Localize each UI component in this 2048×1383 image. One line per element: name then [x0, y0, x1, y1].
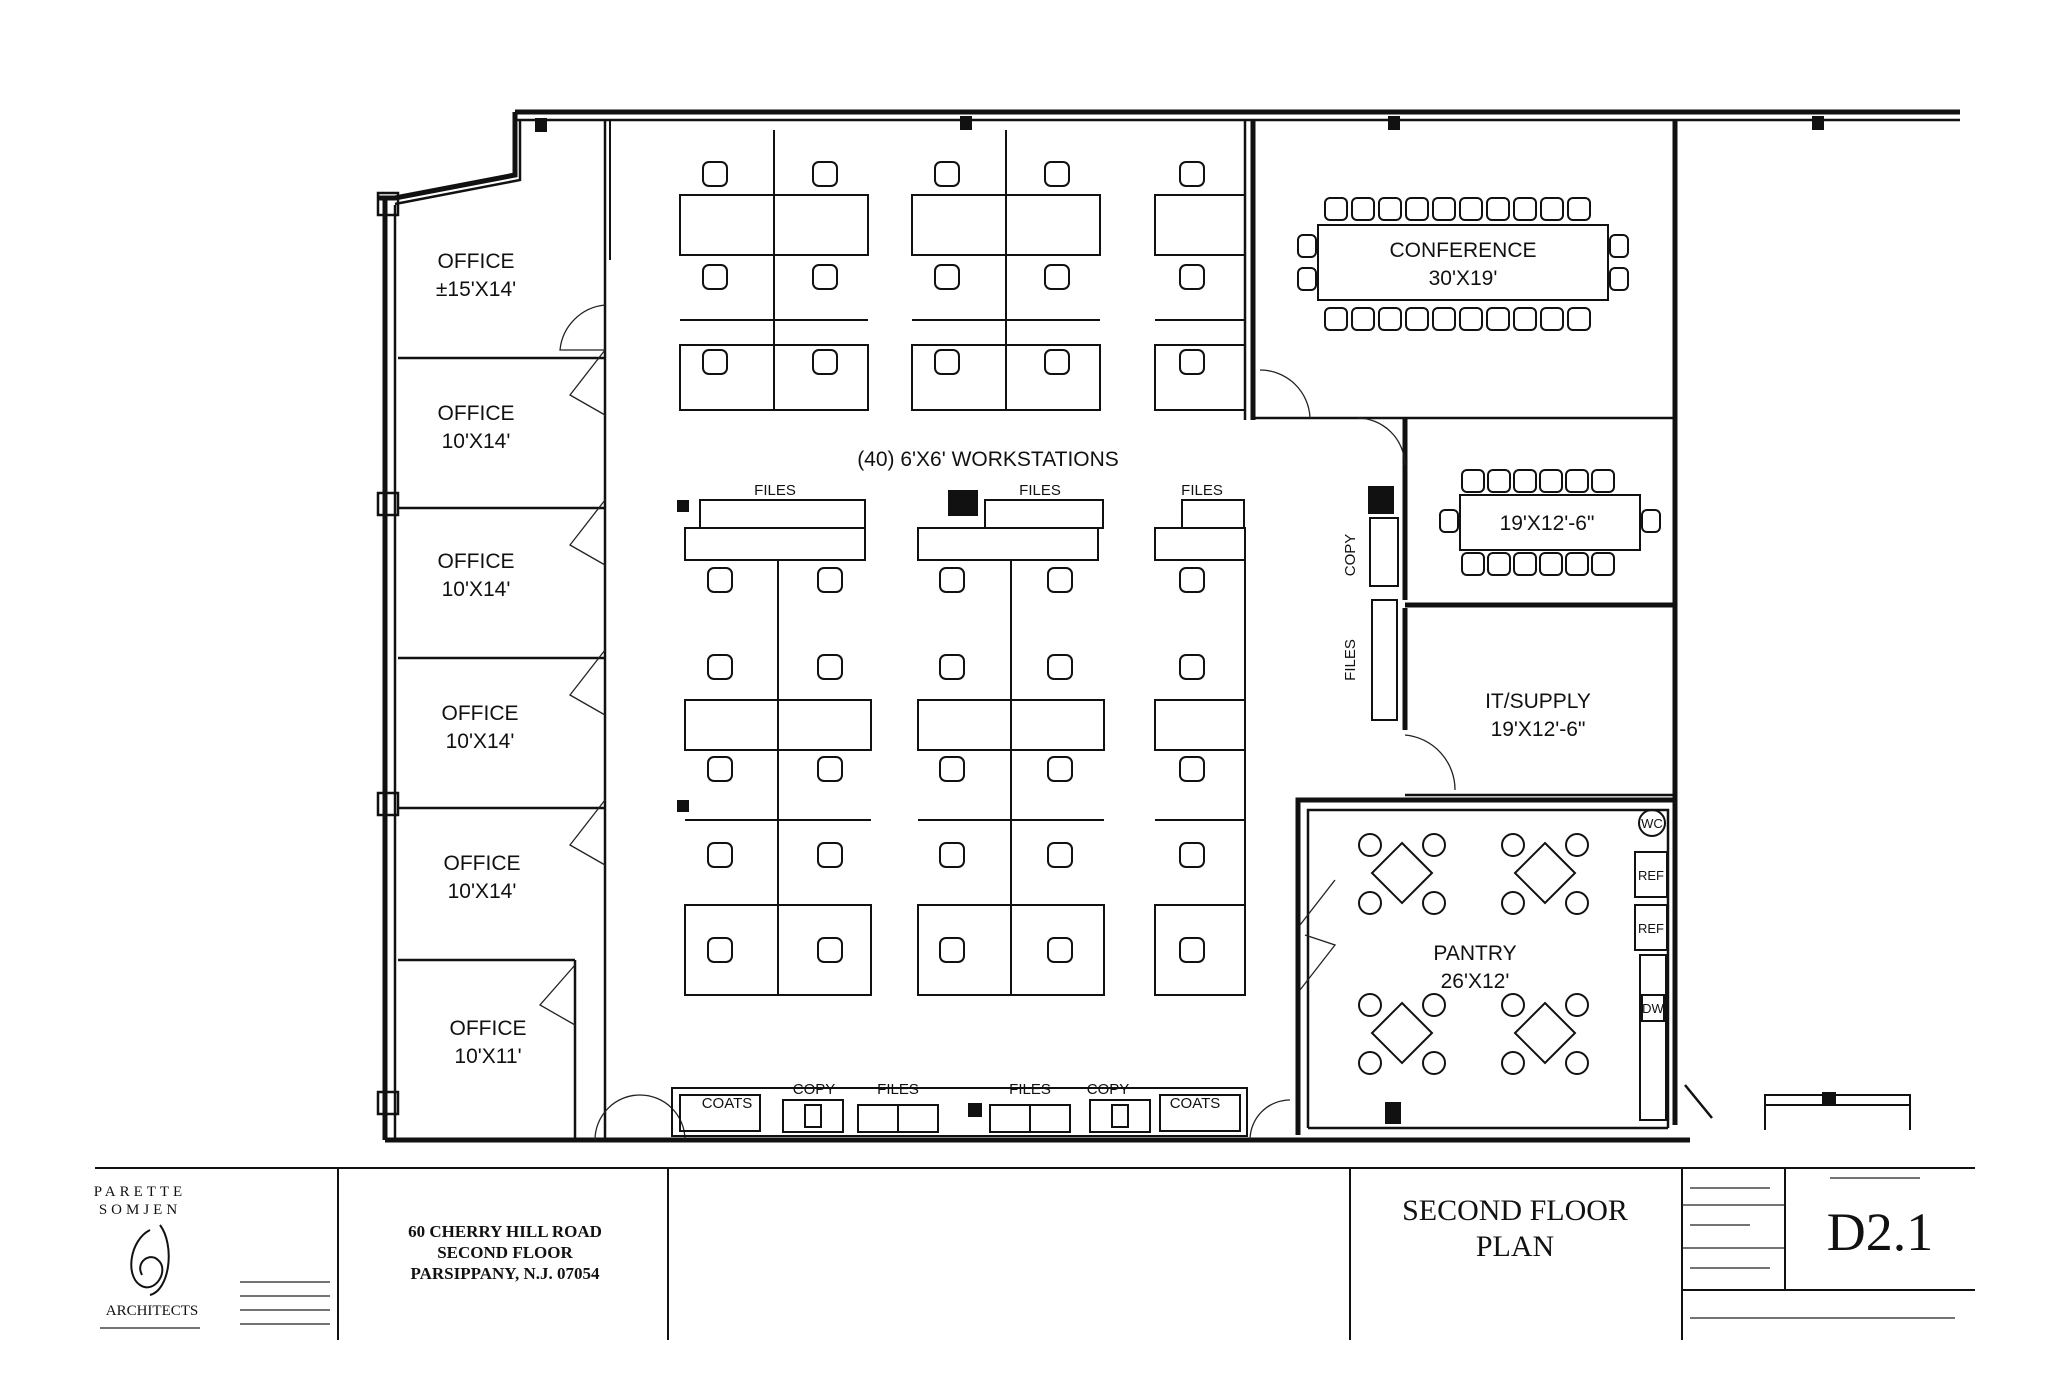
office-6-size: 10'X11': [454, 1045, 521, 1068]
sheet-number: D2.1: [1827, 1202, 1934, 1262]
office-6-name: OFFICE: [450, 1017, 527, 1040]
firm-architects: ARCHITECTS: [106, 1303, 199, 1319]
pantry-name: PANTRY: [1433, 942, 1516, 965]
workstations-top-group: [679, 120, 1256, 420]
conference-size: 30'X19': [1429, 267, 1498, 290]
workstation-chairs: [702, 161, 1205, 963]
files-label-5: FILES: [1009, 1081, 1051, 1098]
ref-label-2: REF: [1638, 921, 1664, 936]
workstations-label: (40) 6'X6' WORKSTATIONS: [857, 448, 1119, 471]
office-1-name: OFFICE: [438, 250, 515, 273]
office-5-size: 10'X14': [448, 880, 517, 903]
office-1-size: ±15'X14': [436, 278, 516, 301]
ref-label-1: REF: [1638, 868, 1664, 883]
pantry-room: [1295, 797, 1675, 1135]
wc-label: WC: [1641, 816, 1663, 831]
office-4-name: OFFICE: [442, 702, 519, 725]
firm-monogram-logo: [130, 1224, 170, 1296]
bottom-storage-row: [671, 1087, 1291, 1141]
office-3-size: 10'X14': [442, 578, 511, 601]
address-line3: PARSIPPANY, N.J. 07054: [410, 1264, 600, 1283]
conference-room: [1250, 120, 1675, 420]
office-5-name: OFFICE: [444, 852, 521, 875]
it-supply-room: [1402, 608, 1675, 797]
office-column: [398, 120, 686, 1141]
copy-label-3: COPY: [1342, 534, 1359, 577]
address-line2: SECOND FLOOR: [437, 1243, 573, 1262]
files-label-3: FILES: [1181, 482, 1223, 499]
files-label-4: FILES: [877, 1081, 919, 1098]
files-label-6: FILES: [1342, 639, 1359, 681]
firm-name-line1: PARETTE: [94, 1184, 186, 1200]
office-2-size: 10'X14': [442, 430, 511, 453]
title-block: [95, 1167, 1975, 1340]
conference-name: CONFERENCE: [1389, 239, 1536, 262]
pantry-size: 26'X12': [1441, 970, 1510, 993]
pantry-table-1: [1358, 833, 1446, 915]
it-supply-size: 19'X12'-6": [1491, 718, 1586, 741]
drawing-title-line2: PLAN: [1476, 1230, 1554, 1263]
firm-name-line2: SOMJEN: [99, 1202, 181, 1218]
it-supply-name: IT/SUPPLY: [1485, 690, 1591, 713]
copy-label-1: COPY: [793, 1081, 836, 1098]
coats-label-2: COATS: [1170, 1095, 1221, 1112]
office-2-name: OFFICE: [438, 402, 515, 425]
exterior-walls: [376, 109, 1960, 1143]
pantry-table-2: [1501, 833, 1589, 915]
office-4-size: 10'X14': [446, 730, 515, 753]
small-conference-room: [1356, 417, 1675, 721]
drawing-title-line1: SECOND FLOOR: [1402, 1194, 1628, 1227]
files-label-2: FILES: [1019, 482, 1061, 499]
dw-label: DW: [1642, 1001, 1664, 1016]
office-3-name: OFFICE: [438, 550, 515, 573]
small-conference-size: 19'X12'-6": [1500, 512, 1595, 535]
copy-label-2: COPY: [1087, 1081, 1130, 1098]
address-line1: 60 CHERRY HILL ROAD: [408, 1222, 602, 1241]
office-labels: OFFICE ±15'X14' OFFICE 10'X14' OFFICE 10…: [436, 250, 527, 1068]
pantry-table-3: [1358, 993, 1446, 1075]
coats-label-1: COATS: [702, 1095, 753, 1112]
pantry-table-4: [1501, 993, 1589, 1075]
workstations-bottom-group: [677, 490, 1246, 996]
files-label-1: FILES: [754, 482, 796, 499]
